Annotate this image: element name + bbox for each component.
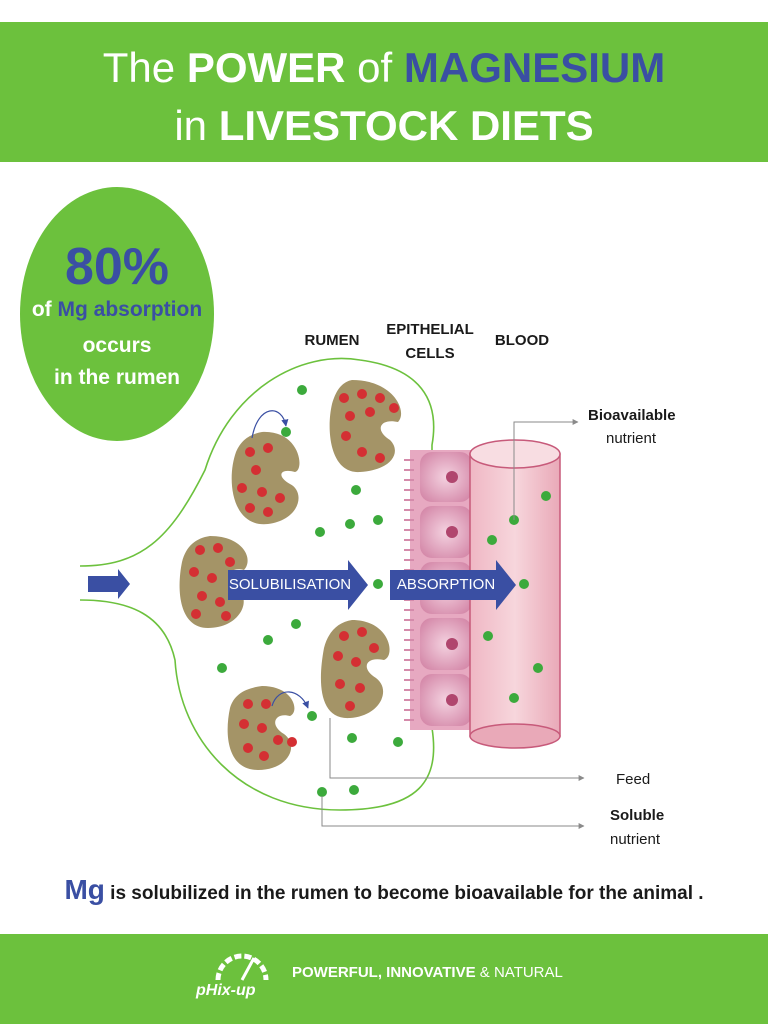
brand-logo-text: pHix-up [196,982,256,999]
absorption-arrow [390,560,516,610]
title-word: of [345,44,404,91]
stat-text-line2: occurs [82,334,152,357]
title-word-power: POWER [186,44,346,91]
feed-leader [329,718,585,781]
stat-text-line1: of Mg absorption [20,297,214,323]
caption-text: is solubilized in the rumen to become bi… [104,883,704,904]
feed-particle [329,380,402,473]
stat-text: of [31,298,58,321]
label-epithelial: EPITHELIAL [386,321,474,338]
legend-soluble-title: Soluble [610,807,665,824]
label-blood: BLOOD [494,332,550,349]
legend-bioavailable-sub: nutrient [606,430,657,447]
label-rumen: RUMEN [304,332,360,349]
footer-banner [0,934,768,1024]
page-title-line1: The POWER of MAGNESIUM [0,42,768,94]
title-word-magnesium: MAGNESIUM [403,44,666,91]
tagline: POWERFUL, INNOVATIVE & NATURAL [292,963,563,983]
caption-mg: Mg [64,874,105,905]
tagline-rest: & NATURAL [475,964,563,981]
stat-text-line3: in the rumen [53,366,180,389]
page-title-line2: in LIVESTOCK DIETS [0,100,768,152]
legend-bioavailable-title: Bioavailable [588,407,676,424]
feed-particle [320,620,390,719]
soluble-leader [321,796,585,829]
absorption-label: ABSORPTION [396,576,496,593]
intake-arrow [88,569,130,599]
title-word: The [102,44,187,91]
stat-text-mg: Mg absorption [57,298,203,321]
soluble-dots [217,385,551,797]
label-cells: CELLS [405,345,455,362]
header-banner [0,22,768,162]
stat-value: 80% [64,238,170,296]
solubilisation-label: SOLUBILISATION [228,576,352,593]
bioavailable-leader [513,419,579,520]
title-word: in [174,102,219,149]
legend-feed: Feed [616,771,651,788]
stat-circle [20,187,214,441]
legend-soluble-sub: nutrient [610,831,661,848]
mg-feed-dots [189,389,399,761]
title-word-livestock: LIVESTOCK DIETS [218,102,594,149]
tagline-bold: POWERFUL, INNOVATIVE [292,964,476,981]
gauge-logo-icon [215,953,269,981]
solubilisation-arrow [228,560,368,610]
caption: Mg is solubilized in the rumen to become… [0,873,768,911]
